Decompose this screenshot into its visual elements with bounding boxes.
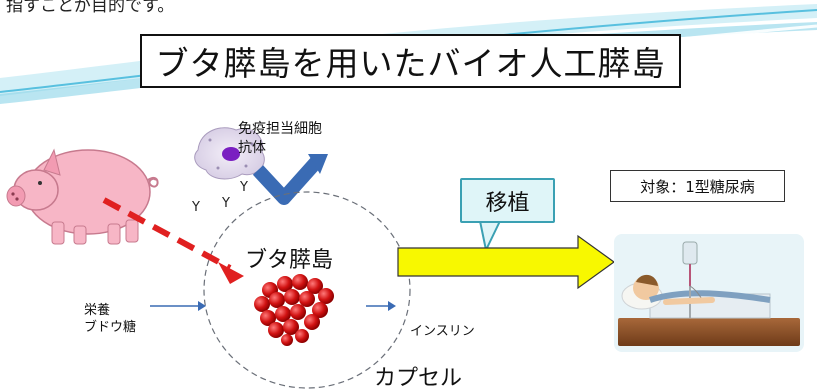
nutrition-line-2: ブドウ糖 xyxy=(84,320,137,335)
dashed-entry-arrow xyxy=(102,197,244,284)
nutrition-label: 栄養 ブドウ糖 xyxy=(84,302,136,336)
target-box: 対象：1型糖尿病 xyxy=(610,170,785,202)
transplant-label: 移植 xyxy=(485,190,530,216)
antibody-glyph: Y xyxy=(192,200,200,215)
antibody-glyph: Y xyxy=(240,180,248,195)
immune-line-2: 抗体 xyxy=(238,140,266,156)
patient-in-bed-icon xyxy=(614,234,804,352)
insulin-label: インスリン xyxy=(410,324,475,339)
pig-icon xyxy=(6,148,159,245)
antibody-glyph: Y xyxy=(222,196,230,211)
target-label: 対象：1型糖尿病 xyxy=(640,177,755,196)
insulin-out-arrow xyxy=(366,301,396,311)
transplant-callout: 移植 xyxy=(460,178,555,223)
islet-cluster-icon xyxy=(254,274,334,346)
diagram-title: ブタ膵島を用いたバイオ人工膵島 xyxy=(155,44,666,83)
blocked-checkmark-icon xyxy=(252,154,328,205)
title-box: ブタ膵島を用いたバイオ人工膵島 xyxy=(140,34,681,88)
capsule-label: カプセル xyxy=(374,366,463,391)
capsule-circle xyxy=(203,191,411,389)
pig-islet-label: ブタ膵島 xyxy=(245,248,334,273)
nutrition-line-1: 栄養 xyxy=(84,303,111,318)
immune-cell-label: 免疫担当細胞 抗体 xyxy=(238,120,322,158)
immune-line-1: 免疫担当細胞 xyxy=(238,121,322,137)
transplant-arrow xyxy=(397,234,616,290)
transplant-callout-pointer xyxy=(479,220,501,251)
nutrient-in-arrow xyxy=(150,301,206,311)
top-partial-text: 指すことが目的です。 xyxy=(6,0,175,16)
